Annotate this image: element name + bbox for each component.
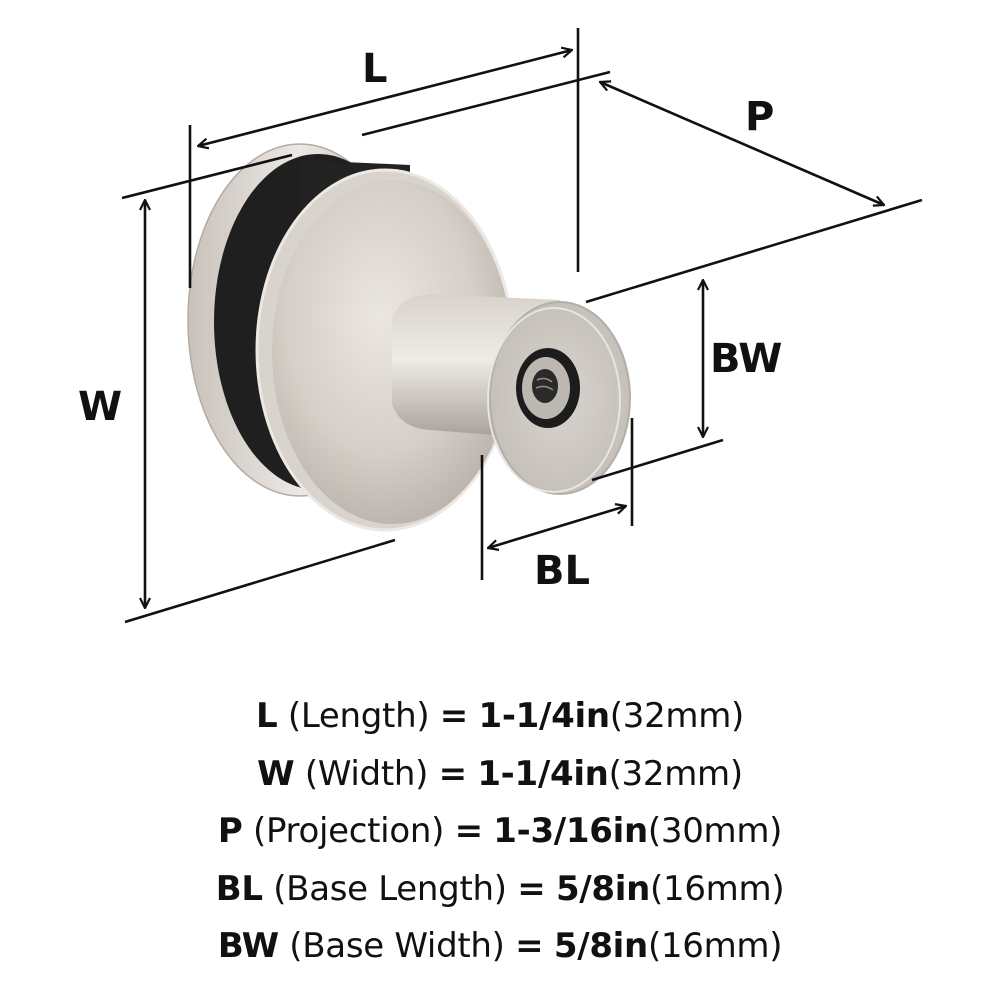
dimension-label-w: W [78,384,122,430]
spec-name: (Projection) [252,811,445,851]
dimension-label-p: P [745,94,774,140]
dimension-arrow-bl [488,506,626,548]
spec-row-width: W (Width) = 1-1/4in(32mm) [0,746,1000,804]
spec-name: (Base Width) [289,926,505,966]
dimension-lines [121,28,923,624]
spec-row-projection: P (Projection) = 1-3/16in(30mm) [0,803,1000,861]
spec-name: (Length) [287,696,430,736]
dimension-diagram: L W P BW BL [78,28,923,624]
spec-equals: = [454,811,484,851]
spec-row-base-length: BL (Base Length) = 5/8in(16mm) [0,861,1000,919]
spec-equals: = [515,926,544,966]
dimension-arrow-l [198,50,572,146]
spec-imperial: 5/8in [555,868,651,909]
spec-row-length: L (Length) = 1-1/4in(32mm) [0,688,1000,746]
spec-imperial: 5/8in [553,926,648,966]
spec-code: BW [217,926,279,966]
spec-metric: (16mm) [647,926,783,966]
dimension-label-bl: BL [534,548,590,594]
spec-code: P [217,811,243,851]
knob-illustration [187,143,631,532]
spec-metric: (32mm) [608,753,744,794]
dimension-arrow-p [600,82,884,205]
spec-code: BL [215,868,263,909]
spec-metric: (16mm) [650,868,785,909]
spec-name: (Base Length) [273,868,507,909]
spec-imperial: 1-1/4in [478,696,611,736]
spec-code: W [257,753,295,794]
dimension-label-bw: BW [710,336,782,382]
spec-metric: (30mm) [647,811,783,851]
spec-name: (Width) [304,753,429,794]
spec-list: L (Length) = 1-1/4in(32mm) W (Width) = 1… [0,688,1000,976]
spec-metric: (32mm) [609,696,745,736]
spec-code: L [255,696,278,736]
spec-equals: = [517,868,546,909]
spec-imperial: 1-3/16in [493,811,648,851]
dimension-label-l: L [362,46,388,92]
spec-equals: = [438,753,468,794]
spec-equals: = [439,696,469,736]
spec-imperial: 1-1/4in [477,753,609,794]
spec-row-base-width: BW (Base Width) = 5/8in(16mm) [0,918,1000,976]
